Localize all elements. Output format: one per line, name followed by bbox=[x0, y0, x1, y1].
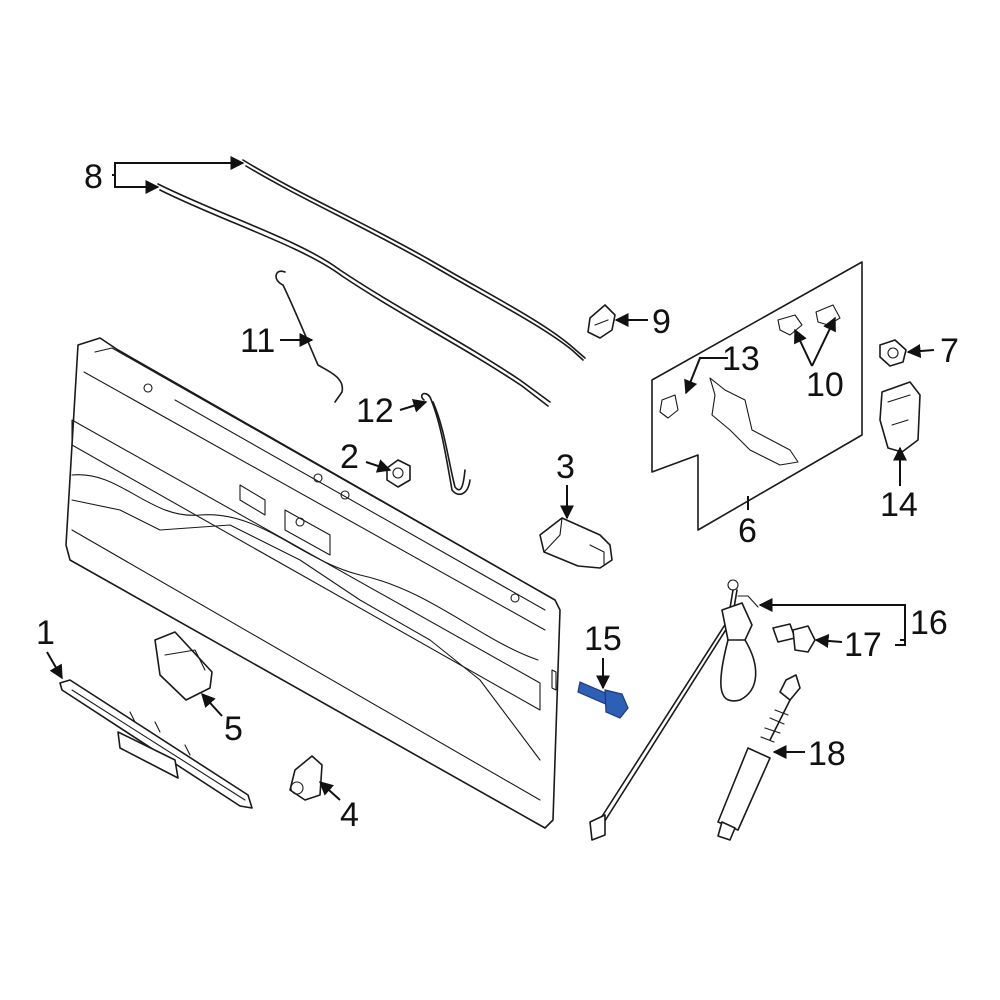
callout-2: 2 bbox=[340, 438, 359, 476]
handle-module-3[interactable] bbox=[539, 517, 613, 569]
support-cable-16[interactable] bbox=[589, 579, 759, 841]
nut-7[interactable] bbox=[879, 339, 907, 367]
leader-lines bbox=[46, 156, 935, 801]
callout-18: 18 bbox=[808, 735, 846, 773]
control-rod-11[interactable] bbox=[275, 270, 344, 403]
clip-9[interactable] bbox=[587, 304, 616, 339]
callout-10: 10 bbox=[806, 366, 844, 404]
callout-8: 8 bbox=[84, 158, 103, 196]
nut-2[interactable] bbox=[386, 459, 411, 488]
control-rod-12[interactable] bbox=[420, 392, 471, 496]
callout-11: 11 bbox=[240, 322, 275, 360]
callout-labels: 1 2 3 4 5 6 7 8 9 10 11 12 13 14 15 16 1… bbox=[36, 158, 959, 834]
clip-4[interactable] bbox=[289, 755, 323, 801]
trim-molding-1[interactable] bbox=[59, 679, 253, 809]
callout-5: 5 bbox=[224, 710, 243, 748]
latch-panel-6[interactable] bbox=[651, 261, 863, 531]
strut-18[interactable] bbox=[717, 674, 801, 841]
callout-4: 4 bbox=[340, 796, 359, 834]
bracket-14[interactable] bbox=[879, 381, 921, 453]
callout-13: 13 bbox=[722, 340, 760, 378]
callout-3: 3 bbox=[556, 448, 575, 486]
callout-1: 1 bbox=[36, 614, 55, 652]
callout-12: 12 bbox=[356, 392, 394, 430]
callout-9: 9 bbox=[652, 303, 671, 341]
callout-6: 6 bbox=[738, 512, 757, 550]
callout-14: 14 bbox=[880, 486, 918, 524]
tailgate-panel[interactable] bbox=[65, 337, 561, 829]
latch-rod-lower[interactable] bbox=[157, 183, 551, 407]
callout-7: 7 bbox=[940, 332, 959, 370]
latch-rod-upper[interactable] bbox=[242, 159, 586, 361]
callout-17: 17 bbox=[844, 626, 882, 664]
bolt-15-head bbox=[604, 689, 629, 719]
bolt-15[interactable] bbox=[577, 681, 629, 719]
callout-15: 15 bbox=[584, 620, 622, 658]
stud-17[interactable] bbox=[772, 623, 816, 653]
callout-16: 16 bbox=[910, 604, 948, 642]
camera-5[interactable] bbox=[154, 631, 213, 701]
